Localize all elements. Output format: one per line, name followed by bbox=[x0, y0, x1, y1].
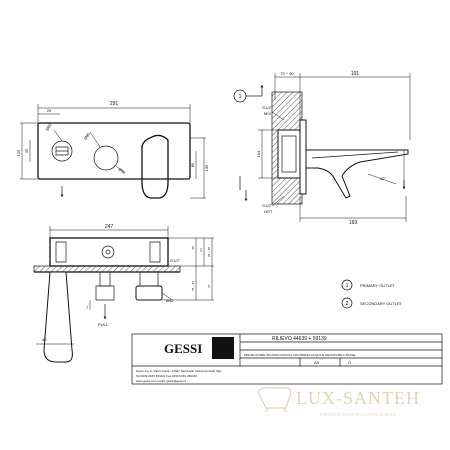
watermark: LUX-SANTEH ЕВРОПЕЙСКАЯ САНТЕХНИКА bbox=[257, 386, 420, 417]
gessi-logo: GESSI bbox=[164, 341, 202, 356]
hot-label: HOT bbox=[264, 209, 273, 214]
handle-plan bbox=[135, 285, 163, 301]
bathtub-icon bbox=[257, 386, 292, 409]
plan-thread: G1/2" bbox=[170, 258, 181, 263]
cover-plate-side bbox=[299, 119, 307, 195]
legend-circle-2 bbox=[341, 297, 353, 309]
product-description: MISCELATORE INCASSO DOCCIA CON PRESA ACQ… bbox=[244, 353, 355, 357]
company-line-2: Tel.0039 0163 454111 Fax.0039 0163 45931… bbox=[136, 374, 197, 378]
watermark-brand: LUX-SANTEH bbox=[296, 388, 420, 408]
plan-diameter: Ø42 bbox=[166, 298, 174, 303]
side-height: 104 bbox=[256, 150, 261, 157]
plan-right-5: 67 bbox=[207, 284, 211, 288]
legend-label-2: SECONDARY OUTLET bbox=[360, 301, 403, 306]
legend-number-1: 1 bbox=[346, 283, 349, 289]
front-plate bbox=[37, 122, 191, 180]
front-height-small: 35 bbox=[24, 148, 29, 153]
legend-circle-1 bbox=[341, 279, 353, 291]
spout-front bbox=[141, 134, 169, 199]
side-bottom-width: 169 bbox=[349, 220, 358, 226]
mixer-handle bbox=[93, 145, 119, 171]
front-diameter-1: Ø60 bbox=[45, 122, 53, 132]
front-width-dim: 291 bbox=[110, 101, 119, 107]
sheet-value: O bbox=[348, 360, 351, 365]
front-center-right: 80 bbox=[190, 162, 195, 167]
pull-diverter bbox=[95, 285, 115, 301]
plan-right-2: 24 bbox=[199, 248, 203, 252]
company-line-1: Gessi S.p.A. Parco Gessi, 13037 Serraval… bbox=[136, 369, 222, 373]
side-top-range: 70 ÷ 90 bbox=[280, 71, 294, 76]
spout-side bbox=[305, 149, 409, 199]
title-block: GESSI RILIEVO 44639 + 59139 MISCELATORE … bbox=[131, 333, 443, 385]
hot-thread: G1/2" bbox=[262, 203, 273, 208]
front-left-offset-dim: 25 bbox=[47, 108, 52, 113]
front-height-left: 125 bbox=[16, 149, 21, 156]
watermark-tagline: ЕВРОПЕЙСКАЯ САНТЕХНИКА bbox=[320, 410, 397, 417]
legend-label-1: PRIMARY OUTLET bbox=[360, 283, 396, 288]
valve-body bbox=[277, 129, 301, 179]
front-view: 291 25 Ø60 Ø80 Ø34 125 35 139 80 bbox=[16, 101, 209, 199]
side-top-width: 191 bbox=[351, 71, 360, 77]
plan-view: 247 42 PULL 7 Ø42 G1/2" 20 bbox=[33, 224, 214, 363]
front-diameter-2: Ø80 bbox=[83, 131, 92, 141]
side-view: 1 70 ÷ 90 191 G1/2" MIX 104 12° bbox=[233, 71, 411, 226]
product-name: RILIEVO 44639 + 59139 bbox=[272, 336, 327, 342]
wall-band bbox=[33, 265, 181, 273]
front-height-right: 139 bbox=[204, 164, 209, 171]
plan-left-dim: 42 bbox=[42, 337, 47, 342]
front-diameter-3: Ø34 bbox=[117, 167, 127, 176]
svg-text:1: 1 bbox=[239, 94, 242, 100]
plan-width-dim: 247 bbox=[105, 224, 114, 230]
scale-value: A4 bbox=[314, 360, 320, 365]
plan-right-4: 75 ÷ 97 bbox=[191, 281, 195, 291]
mix-thread: G1/2" bbox=[262, 105, 273, 110]
side-angle: 12° bbox=[380, 176, 386, 181]
legend-number-2: 2 bbox=[346, 301, 349, 307]
legend: 1 PRIMARY OUTLET 2 SECONDARY OUTLET bbox=[341, 279, 403, 309]
logo-block bbox=[212, 337, 234, 359]
plan-right-3: 20 ÷ 40 bbox=[207, 247, 211, 257]
pull-label: PULL bbox=[98, 322, 109, 327]
company-line-3: www.gessi.com email: gessi@gessi.it bbox=[136, 379, 186, 383]
plan-right-1: 20 bbox=[191, 246, 195, 250]
mix-label: MIX bbox=[264, 111, 271, 116]
spout-plan bbox=[43, 271, 73, 363]
plan-small-dim: 7 bbox=[86, 305, 89, 310]
